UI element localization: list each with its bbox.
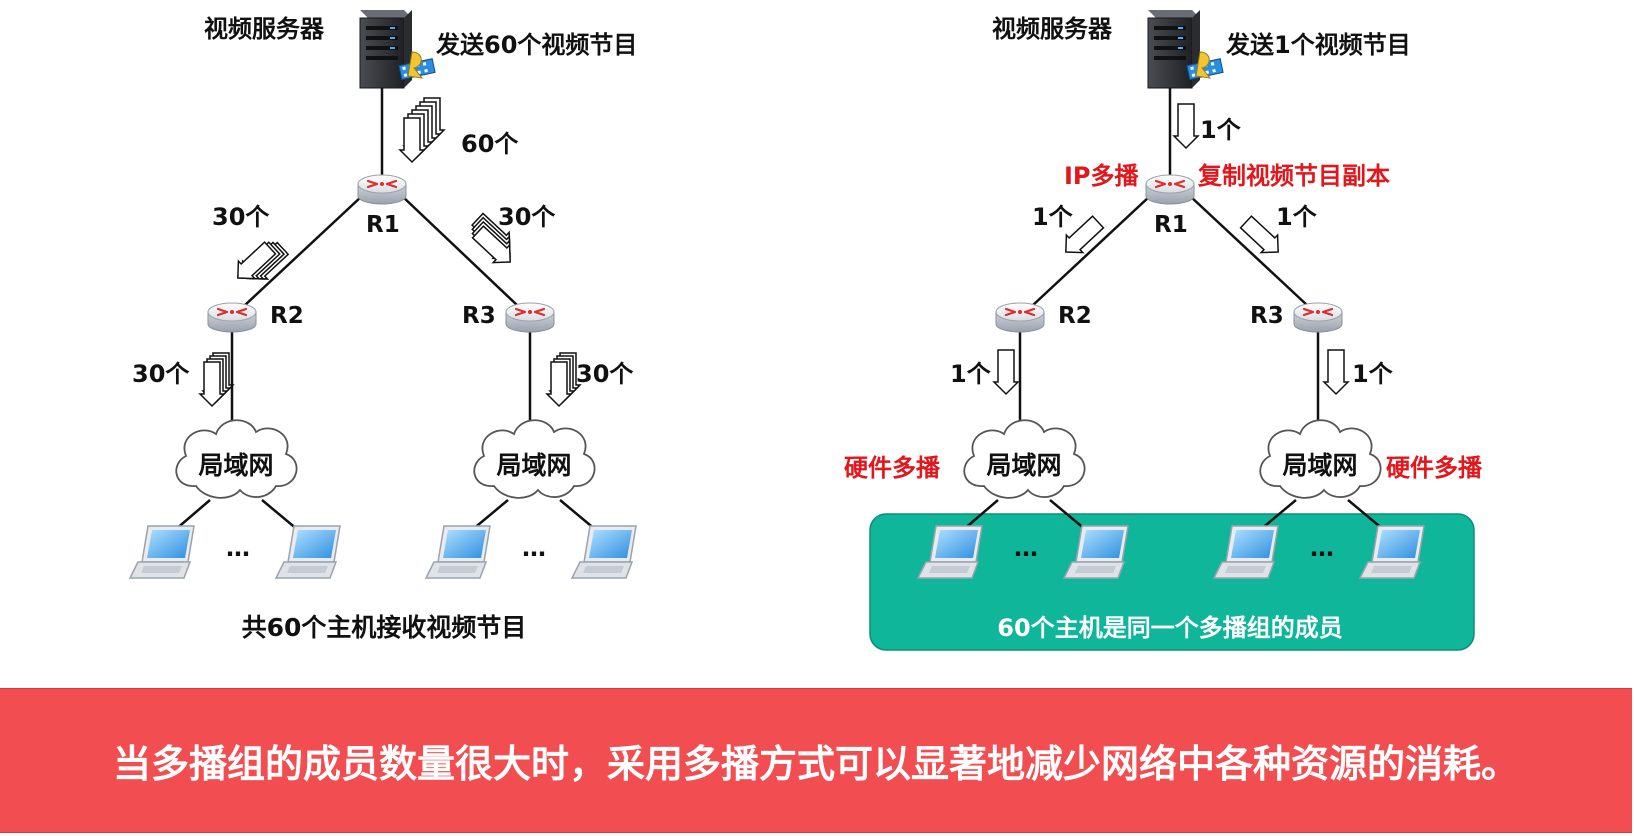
router-r3-icon bbox=[504, 301, 556, 334]
link-lan2-pc2 bbox=[1347, 499, 1385, 531]
right-count-r3: 1个 bbox=[1352, 360, 1394, 388]
left-dots1: … bbox=[226, 534, 250, 562]
left-r2-label: R2 bbox=[270, 303, 304, 329]
left-r1-label: R1 bbox=[366, 212, 400, 238]
left-count-r2: 30个 bbox=[132, 360, 190, 388]
link-lan1-pc2 bbox=[1049, 499, 1087, 531]
right-panel: 视频服务器 发送1个视频节目 1个 R1 IP多播 复制视频节目副本 1个 1个… bbox=[844, 9, 1483, 651]
left-r3-label: R3 bbox=[462, 303, 496, 329]
router-r3-icon bbox=[1292, 301, 1344, 334]
left-count-r3: 30个 bbox=[576, 360, 634, 388]
laptop-icon bbox=[275, 525, 341, 579]
link-lan2-pc2 bbox=[559, 499, 597, 531]
left-lan1-label: 局域网 bbox=[198, 451, 273, 480]
link-r1-r2 bbox=[1031, 195, 1151, 307]
video-server-icon bbox=[1147, 9, 1224, 89]
copy-label: 复制视频节目副本 bbox=[1197, 162, 1390, 190]
left-count-r1-left: 30个 bbox=[212, 203, 270, 231]
multicast-group-box bbox=[869, 513, 1475, 651]
router-r2-icon bbox=[994, 301, 1046, 334]
right-r2-label: R2 bbox=[1058, 303, 1092, 329]
laptop-icon bbox=[425, 525, 491, 579]
left-count-r1-right: 30个 bbox=[498, 203, 556, 231]
summary-banner: 当多播组的成员数量很大时，采用多播方式可以显著地减少网络中各种资源的消耗。 bbox=[0, 688, 1632, 833]
link-lan1-pc1 bbox=[962, 499, 999, 531]
summary-text: 当多播组的成员数量很大时，采用多播方式可以显著地减少网络中各种资源的消耗。 bbox=[112, 742, 1519, 786]
packet-stack-icon bbox=[200, 353, 233, 406]
group-caption: 60个主机是同一个多播组的成员 bbox=[997, 614, 1342, 642]
right-dots1: … bbox=[1014, 534, 1038, 562]
router-r1-icon bbox=[356, 173, 408, 206]
left-dots2: … bbox=[522, 534, 546, 562]
link-r1-r3 bbox=[401, 195, 519, 307]
link-r1-r2 bbox=[243, 195, 363, 307]
packet-icon bbox=[993, 349, 1019, 395]
link-lan2-pc1 bbox=[471, 499, 509, 531]
link-lan1-pc1 bbox=[174, 499, 211, 531]
packet-icon bbox=[1173, 103, 1199, 149]
right-send-label: 发送1个视频节目 bbox=[1225, 31, 1411, 59]
hw-multicast-right: 硬件多播 bbox=[1386, 454, 1483, 482]
right-count-r1-right: 1个 bbox=[1276, 203, 1318, 231]
right-count-r1-left: 1个 bbox=[1032, 203, 1074, 231]
router-r2-icon bbox=[206, 301, 258, 334]
left-server-label: 视频服务器 bbox=[204, 15, 325, 43]
left-count-server: 60个 bbox=[461, 130, 519, 158]
right-links bbox=[962, 80, 1385, 531]
multicast-diagram: 视频服务器 发送60个视频节目 60个 R1 30个 30个 R2 R3 30个… bbox=[129, 9, 1483, 651]
right-count-server: 1个 bbox=[1200, 116, 1242, 144]
right-r1-label: R1 bbox=[1154, 212, 1188, 238]
left-caption: 共60个主机接收视频节目 bbox=[242, 613, 527, 642]
right-lan2-label: 局域网 bbox=[1282, 451, 1357, 480]
right-dots2: … bbox=[1310, 534, 1334, 562]
link-lan2-pc1 bbox=[1259, 499, 1297, 531]
packet-stack-icon bbox=[400, 98, 444, 162]
left-send-label: 发送60个视频节目 bbox=[435, 31, 637, 59]
left-panel: 视频服务器 发送60个视频节目 60个 R1 30个 30个 R2 R3 30个… bbox=[129, 9, 637, 642]
packet-stack-icon bbox=[230, 233, 291, 293]
left-lan2-label: 局域网 bbox=[496, 451, 571, 480]
packet-icon bbox=[1323, 349, 1349, 395]
video-server-icon bbox=[359, 9, 436, 89]
right-r3-label: R3 bbox=[1250, 303, 1284, 329]
left-links bbox=[174, 80, 597, 531]
ip-multicast-label: IP多播 bbox=[1064, 162, 1140, 190]
laptop-icon bbox=[129, 525, 195, 579]
hw-multicast-left: 硬件多播 bbox=[844, 454, 941, 482]
link-lan1-pc2 bbox=[261, 499, 299, 531]
router-r1-icon bbox=[1144, 173, 1196, 206]
laptop-icon bbox=[571, 525, 637, 579]
link-r1-r3 bbox=[1189, 195, 1309, 307]
right-count-r2: 1个 bbox=[950, 360, 992, 388]
right-server-label: 视频服务器 bbox=[992, 15, 1113, 43]
right-lan1-label: 局域网 bbox=[986, 451, 1061, 480]
